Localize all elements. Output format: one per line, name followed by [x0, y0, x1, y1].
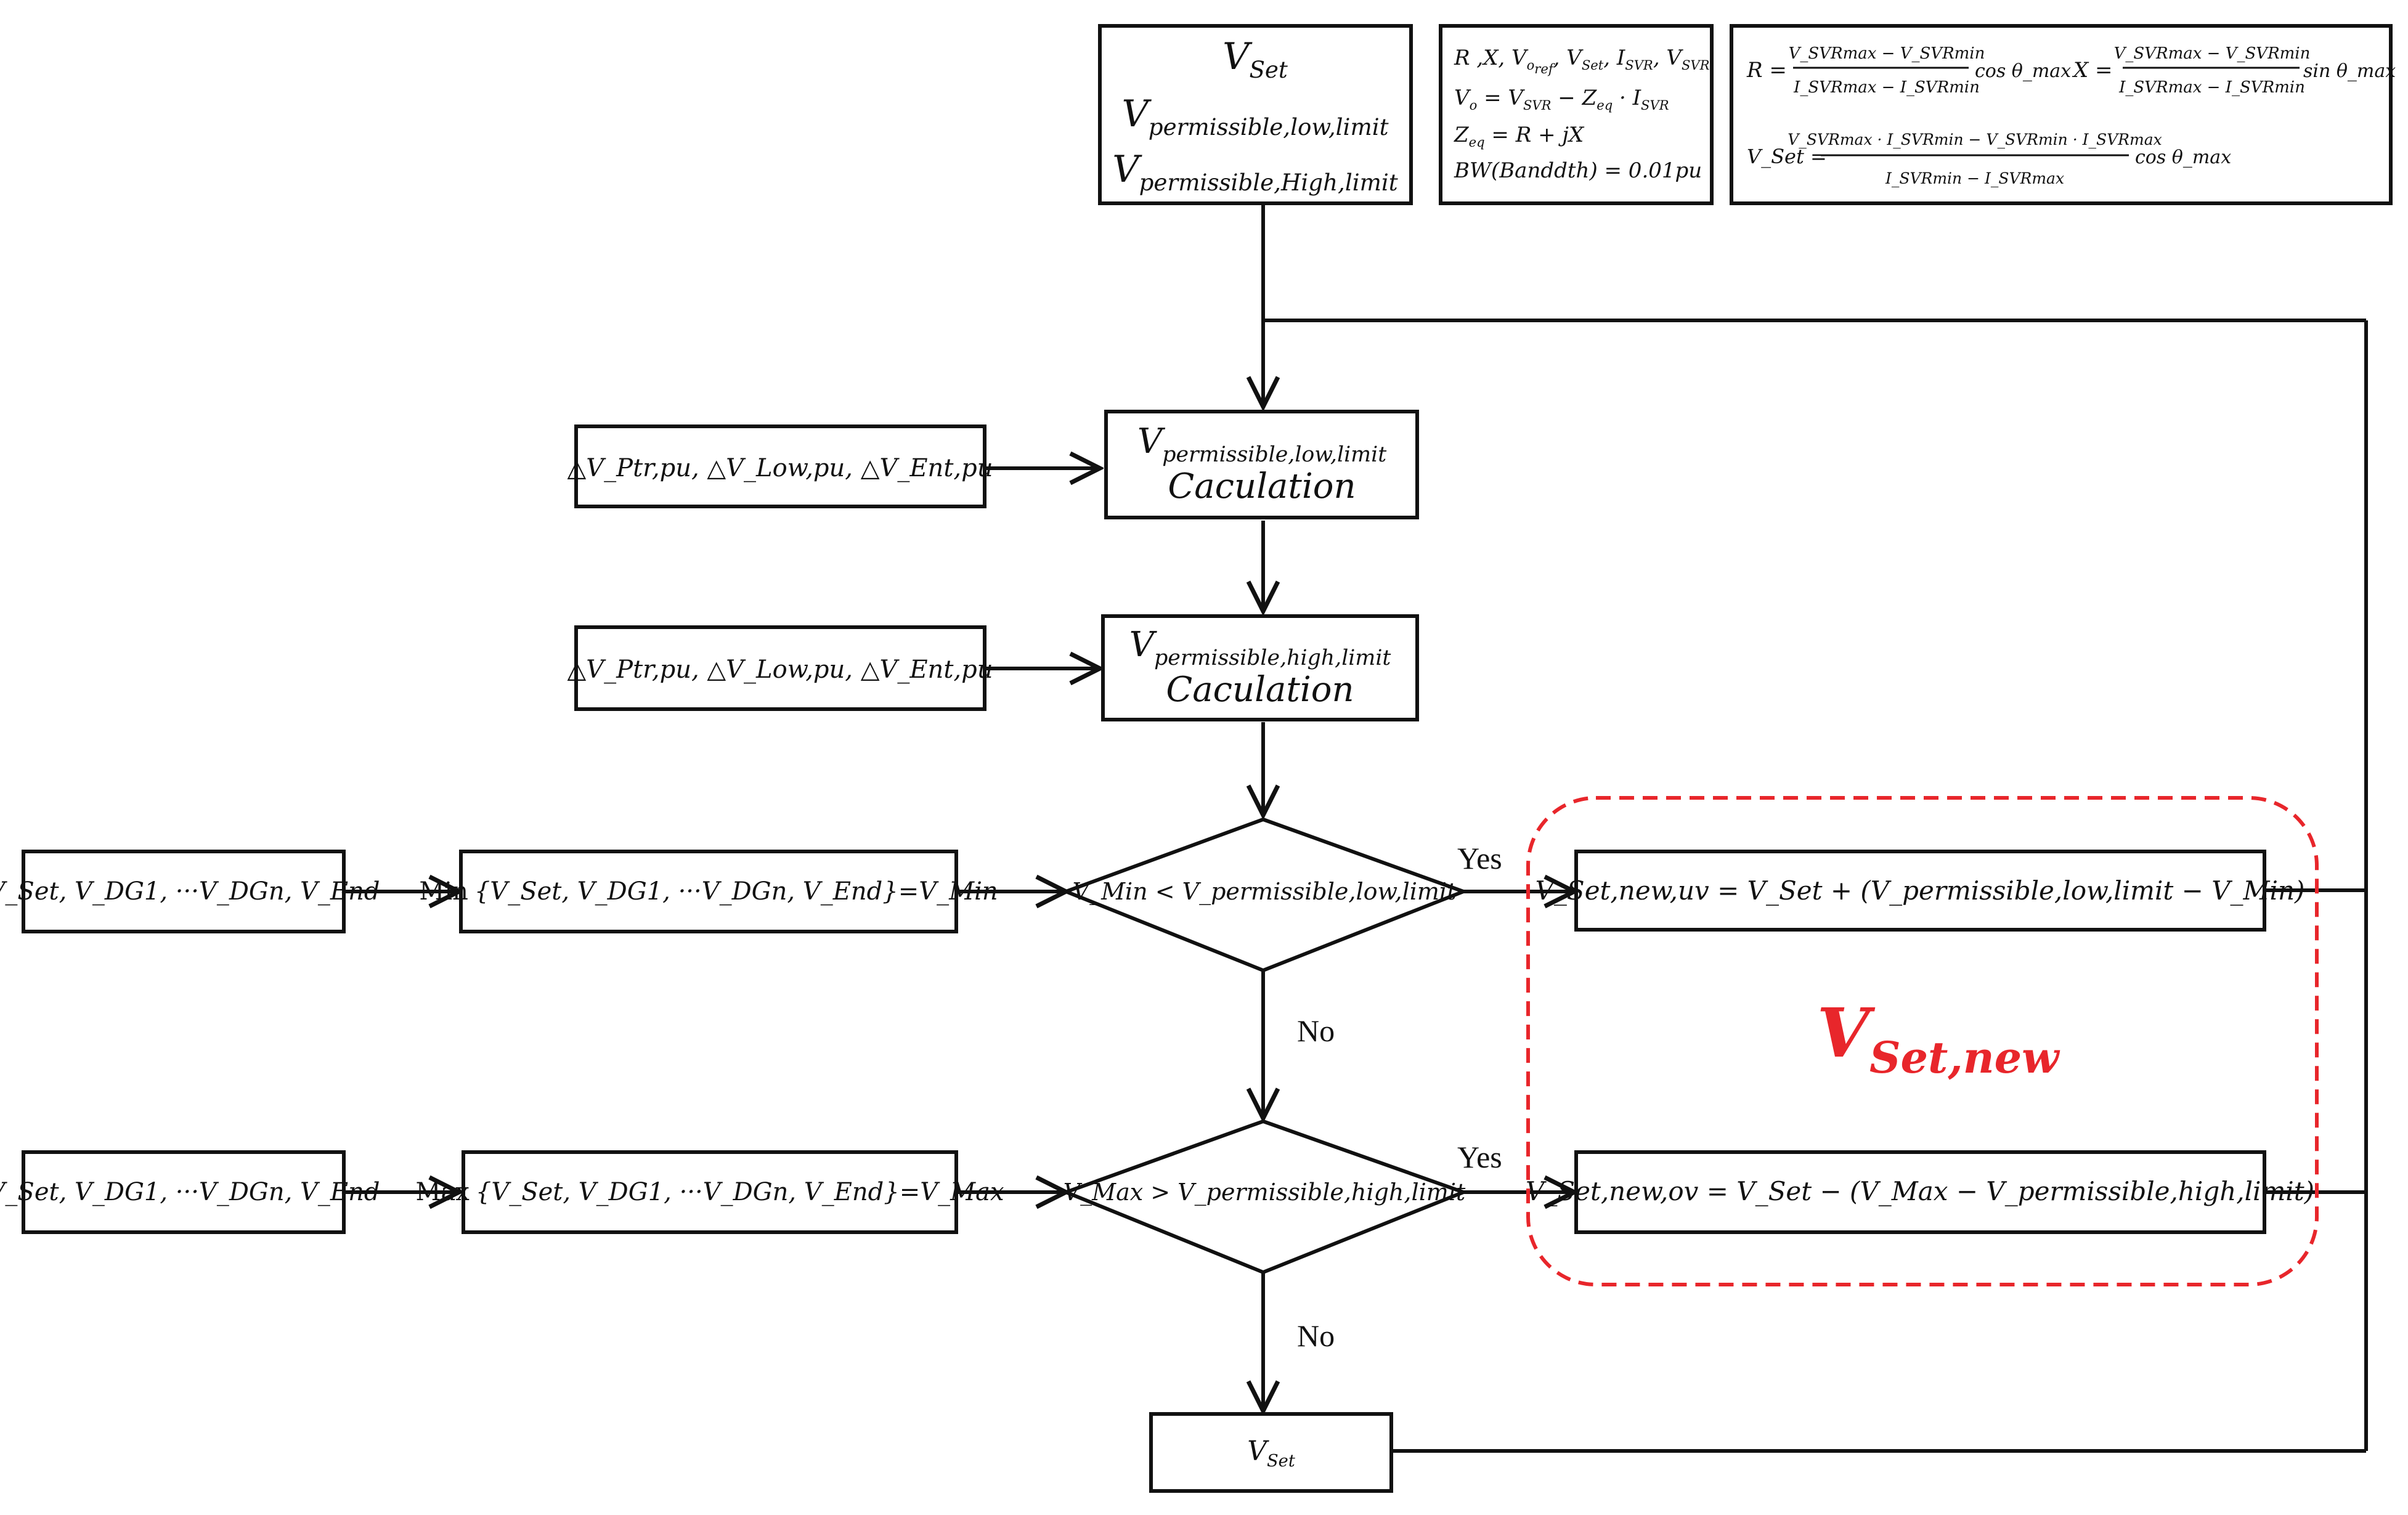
delta-high-text: △V_Ptr,pu, △V_Low,pu, △V_Ent,pu [567, 656, 993, 684]
label-no-2: No [1297, 1318, 1335, 1353]
svg-text:V_SVRmax − V_SVRmin: V_SVRmax − V_SVRmin [1789, 44, 1985, 63]
decision-min-check: V_Min < V_permissible,low,limit [1060, 817, 1469, 973]
max-box: Max{V_Set, V_DG1, ···V_DGn, V_End}=V_Max [416, 1150, 1004, 1234]
high-calc-label: Caculation [1166, 670, 1354, 710]
formulas-box: R = V_SVRmax − V_SVRmin I_SVRmax − I_SVR… [1730, 24, 2396, 205]
params-line-1: R ,X, Voref, VSet, ISVR, VSVR [1454, 46, 1710, 76]
min-input-text: V_Set, V_DG1, ···V_DGn, V_End [0, 877, 380, 906]
min-text: Min{V_Set, V_DG1, ···V_DGn, V_End}=V_Min [419, 877, 998, 906]
ov-output-text: V_Set,new,ov = V_Set − (V_Max − V_permis… [1526, 1176, 2314, 1206]
min-input-box: V_Set, V_DG1, ···V_DGn, V_End [0, 850, 380, 933]
max-input-text: V_Set, V_DG1, ···V_DGn, V_End [0, 1178, 380, 1206]
low-calc-label: Caculation [1168, 466, 1356, 506]
formula-x: X = V_SVRmax − V_SVRmin I_SVRmax − I_SVR… [2072, 44, 2396, 97]
svg-text:I_SVRmin − I_SVRmax: I_SVRmin − I_SVRmax [1885, 169, 2064, 187]
ov-output-box: V_Set,new,ov = V_Set − (V_Max − V_permis… [1526, 1150, 2314, 1234]
vset-end-box: VSet [1149, 1412, 1393, 1493]
decision-min-text: V_Min < V_permissible,low,limit [1073, 878, 1457, 906]
uv-output-box: V_Set,new,uv = V_Set + (V_permissible,lo… [1536, 850, 2305, 932]
max-text: Max{V_Set, V_DG1, ···V_DGn, V_End}=V_Max [416, 1178, 1004, 1206]
svg-text:V_Set =: V_Set = [1747, 145, 1827, 168]
uv-output-text: V_Set,new,uv = V_Set + (V_permissible,lo… [1536, 875, 2305, 906]
svg-text:cos θ_max: cos θ_max [1975, 60, 2071, 82]
svg-text:I_SVRmax − I_SVRmin: I_SVRmax − I_SVRmin [2118, 78, 2305, 97]
svg-text:cos θ_max: cos θ_max [2135, 147, 2231, 168]
params-line-3: Zeq = R + jX [1454, 123, 1585, 150]
connectors [344, 203, 2368, 1453]
vset-end-text: VSet [1247, 1436, 1295, 1471]
svg-text:R =: R = [1746, 58, 1787, 83]
high-calc-title: Vpermissible,high,limit [1129, 625, 1391, 670]
top-v-low-limit: Vpermissible,low,limit [1121, 92, 1388, 140]
delta-high-box: △V_Ptr,pu, △V_Low,pu, △V_Ent,pu [567, 625, 993, 711]
formula-vset: V_Set = V_SVRmax · I_SVRmin − V_SVRmin ·… [1747, 131, 2231, 187]
vset-new-label: VSet,new [1817, 993, 2061, 1083]
min-box: Min{V_Set, V_DG1, ···V_DGn, V_End}=V_Min [419, 850, 998, 933]
label-yes-1: Yes [1457, 841, 1502, 875]
params-line-2: Vo = VSVR − Zeq · ISVR [1454, 86, 1669, 113]
delta-low-box: △V_Ptr,pu, △V_Low,pu, △V_Ent,pu [567, 424, 993, 508]
decision-max-check: V_Max > V_permissible,high,limit [1060, 1119, 1469, 1275]
top-input-box: VSet Vpermissible,low,limit Vpermissible… [1098, 24, 1413, 205]
svg-text:V_SVRmax · I_SVRmin − V_SVRmin: V_SVRmax · I_SVRmin − V_SVRmin · I_SVRma… [1788, 131, 2162, 148]
svg-text:I_SVRmax − I_SVRmin: I_SVRmax − I_SVRmin [1793, 78, 1980, 97]
params-line-4: BW(Banddth) = 0.01pu [1454, 158, 1702, 183]
svg-text:X =: X = [2072, 58, 2113, 83]
vset-new-group: VSet,new [1526, 796, 2319, 1286]
label-no-1: No [1297, 1013, 1335, 1048]
parameters-box: R ,X, Voref, VSet, ISVR, VSVR Vo = VSVR … [1439, 24, 1714, 205]
max-input-box: V_Set, V_DG1, ···V_DGn, V_End [0, 1150, 380, 1234]
decision-max-text: V_Max > V_permissible,high,limit [1064, 1179, 1466, 1206]
high-limit-calc-box: Vpermissible,high,limit Caculation [1101, 614, 1419, 721]
top-v-high-limit: Vpermissible,High,limit [1112, 148, 1398, 196]
svg-text:sin θ_max: sin θ_max [2303, 60, 2396, 82]
top-vset: VSet [1222, 35, 1288, 83]
delta-low-text: △V_Ptr,pu, △V_Low,pu, △V_Ent,pu [567, 454, 993, 482]
svg-text:V_SVRmax − V_SVRmin: V_SVRmax − V_SVRmin [2114, 44, 2311, 63]
label-yes-2: Yes [1457, 1140, 1502, 1174]
formula-r: R = V_SVRmax − V_SVRmin I_SVRmax − I_SVR… [1746, 44, 2071, 97]
low-limit-calc-box: Vpermissible,low,limit Caculation [1104, 410, 1419, 519]
low-calc-title: Vpermissible,low,limit [1137, 421, 1386, 467]
